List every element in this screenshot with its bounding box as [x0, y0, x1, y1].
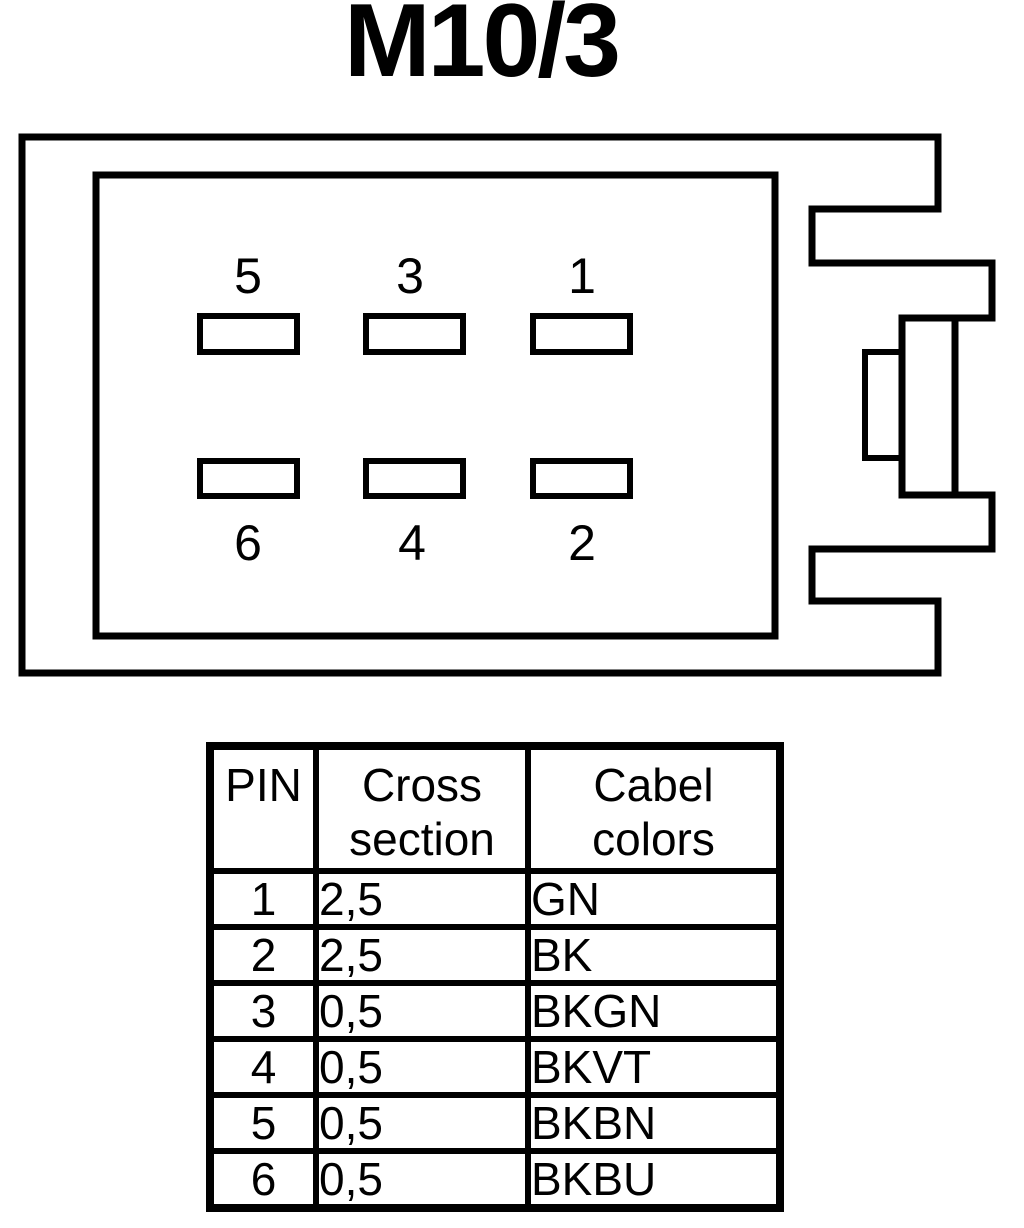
pinout-table-header: PIN Cross section Cabel colors: [207, 743, 783, 874]
table-row: 4 0,5 BKVT: [207, 1036, 783, 1098]
connector-cavity: [92, 171, 779, 640]
cell-cable-color: BK: [525, 924, 783, 986]
cell-pin: 2: [207, 924, 319, 986]
table-row: 3 0,5 BKGN: [207, 980, 783, 1042]
cell-cross-section: 2,5: [313, 924, 531, 986]
cell-pin: 3: [207, 980, 319, 1042]
header-cross-section: Cross section: [313, 743, 531, 874]
table-row: 2 2,5 BK: [207, 924, 783, 986]
pin-slot-5: [197, 313, 300, 355]
header-row: PIN Cross section Cabel colors: [207, 743, 783, 874]
pin-label-2: 2: [568, 515, 596, 571]
header-cabel-colors: Cabel colors: [525, 743, 783, 874]
pin-slot-4: [363, 458, 466, 499]
cell-cable-color: GN: [525, 868, 783, 930]
table-row: 1 2,5 GN: [207, 868, 783, 930]
connector-housing-outline: [18, 133, 996, 677]
diagram-title: M10/3: [343, 0, 621, 99]
cell-cross-section: 0,5: [313, 1036, 531, 1098]
pin-label-6: 6: [234, 515, 262, 571]
cell-cross-section: 2,5: [313, 868, 531, 930]
pin-slot-2: [530, 458, 633, 499]
cell-cross-section: 0,5: [313, 1092, 531, 1154]
connector-diagram: 5 3 1 6 4 2: [18, 133, 996, 677]
cell-pin: 5: [207, 1092, 319, 1154]
pin-label-1: 1: [568, 248, 596, 304]
pinout-table: PIN Cross section Cabel colors 1 2,5 GN …: [206, 742, 784, 1212]
cell-cable-color: BKVT: [525, 1036, 783, 1098]
header-pin: PIN: [207, 743, 319, 874]
cell-pin: 6: [207, 1148, 319, 1211]
cell-cable-color: BKBU: [525, 1148, 783, 1211]
cell-cable-color: BKGN: [525, 980, 783, 1042]
pin-slot-1: [530, 313, 633, 355]
pin-label-4: 4: [398, 515, 426, 571]
cell-cable-color: BKBN: [525, 1092, 783, 1154]
pinout-table-body: 1 2,5 GN 2 2,5 BK 3 0,5 BKGN 4 0,5 BKVT …: [207, 868, 783, 1211]
table-row: 6 0,5 BKBU: [207, 1148, 783, 1211]
pin-slot-6: [197, 458, 300, 499]
cell-cross-section: 0,5: [313, 980, 531, 1042]
cell-cross-section: 0,5: [313, 1148, 531, 1211]
pin-label-5: 5: [234, 248, 262, 304]
cell-pin: 1: [207, 868, 319, 930]
latch-small-rect: [862, 349, 905, 461]
pin-slot-3: [363, 313, 466, 355]
table-row: 5 0,5 BKBN: [207, 1092, 783, 1154]
cell-pin: 4: [207, 1036, 319, 1098]
pin-label-3: 3: [396, 248, 424, 304]
